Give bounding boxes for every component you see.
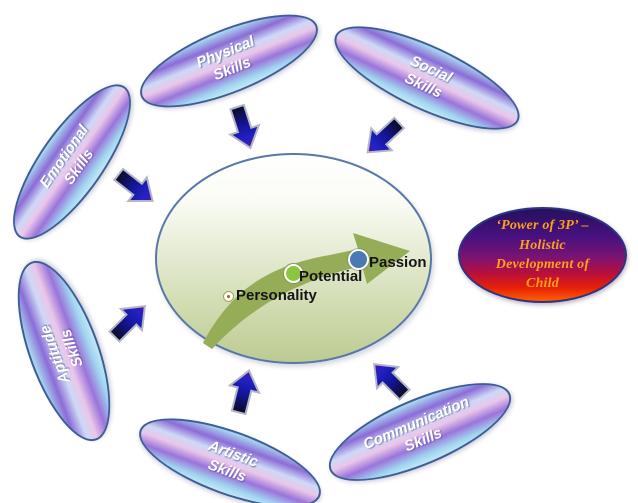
arrow-from-social-icon <box>355 110 412 166</box>
power-of-3p-text: ‘Power of 3P’ – Holistic Development of … <box>495 218 590 292</box>
personality-marker-dot <box>227 295 230 298</box>
arrow-from-communication-icon <box>361 351 418 408</box>
arrow-from-emotional-icon <box>107 160 164 215</box>
arrow-from-aptitude-icon <box>102 293 159 350</box>
ellipse-social-skills: Social Skills <box>321 6 533 150</box>
ellipse-communication-skills: Communication Skills <box>316 363 524 501</box>
arrow-from-physical-icon <box>221 101 268 155</box>
power-of-3p-ellipse: ‘Power of 3P’ – Holistic Development of … <box>458 207 627 303</box>
personality-label: Personality <box>236 287 317 304</box>
personality-marker <box>223 291 234 302</box>
arrow-from-artistic-icon <box>222 365 266 418</box>
ellipse-physical-skills: Physical Skills <box>128 0 330 127</box>
potential-label: Potential <box>299 268 363 285</box>
passion-marker <box>348 249 369 270</box>
ellipse-aptitude-skills: Aptitude Skills <box>0 249 130 453</box>
potential-marker <box>284 264 303 283</box>
ellipse-artistic-skills: Artistic Skills <box>128 400 332 503</box>
passion-label: Passion <box>369 254 427 271</box>
